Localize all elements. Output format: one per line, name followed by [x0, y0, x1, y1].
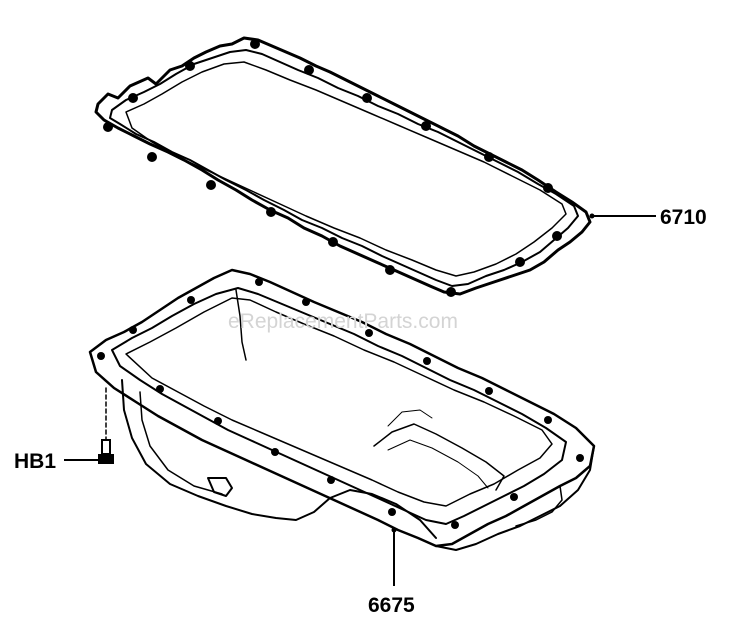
gasket-bolt-holes — [103, 39, 562, 297]
callout-gasket: 6710 — [589, 206, 707, 229]
watermark-text: eReplacementParts.com — [228, 310, 458, 333]
callout-oil-pan: 6675 — [368, 527, 415, 617]
callout-bolt: HB1 — [14, 450, 100, 473]
callout-label-hb1: HB1 — [14, 450, 56, 473]
callout-label-6710: 6710 — [660, 206, 707, 229]
hex-bolt[interactable] — [98, 387, 114, 464]
pan-bolt-holes — [97, 278, 584, 529]
oil-pan-gasket[interactable] — [94, 36, 592, 297]
callout-label-6675: 6675 — [368, 594, 415, 617]
oil-pan[interactable] — [88, 268, 596, 551]
